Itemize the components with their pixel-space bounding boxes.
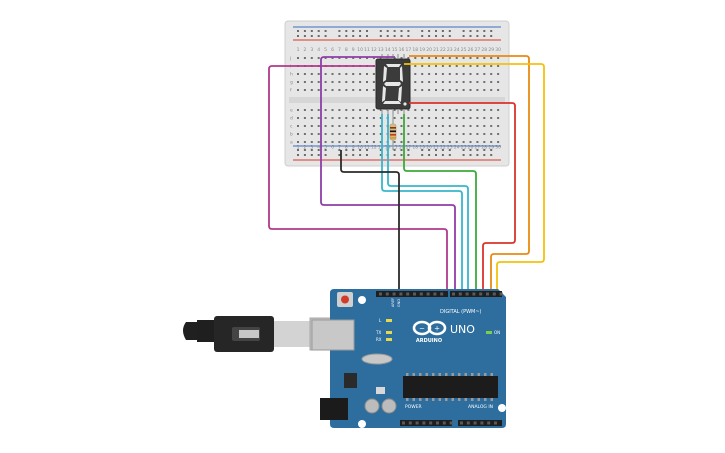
column-number: 25 — [461, 47, 467, 53]
column-number: 30 — [495, 145, 501, 151]
svg-text:+: + — [434, 325, 440, 333]
column-number: 22 — [440, 47, 446, 53]
column-number: 9 — [352, 145, 355, 151]
column-number: 10 — [357, 145, 363, 151]
rx-label: RX — [376, 337, 382, 342]
row-letter: b — [290, 132, 293, 138]
column-number: 26 — [468, 145, 474, 151]
column-number: 21 — [433, 145, 439, 151]
aref-label: AREF — [391, 298, 395, 307]
column-number: 12 — [371, 145, 377, 151]
column-number: 3 — [310, 47, 313, 53]
column-number: 17 — [406, 145, 412, 151]
column-number: 28 — [481, 47, 487, 53]
row-letter: h — [290, 72, 293, 78]
analog-label: ANALOG IN — [468, 404, 493, 410]
column-number: 9 — [352, 47, 355, 53]
column-number: 17 — [406, 47, 412, 53]
column-number: 15 — [392, 47, 398, 53]
wire-teal-2[interactable] — [387, 114, 469, 296]
column-number: 1 — [297, 47, 300, 53]
column-number: 11 — [364, 145, 370, 151]
column-number: 30 — [495, 47, 501, 53]
column-number: 26 — [468, 47, 474, 53]
resistor[interactable] — [389, 113, 397, 150]
arduino-uno-board[interactable]: − + UNO ARDUINO DIGITAL (PWM~) POWER ANA… — [311, 289, 506, 428]
column-number: 18 — [412, 47, 418, 53]
column-number: 4 — [317, 47, 320, 53]
column-number: 5 — [324, 145, 327, 151]
l-label: L — [379, 318, 382, 323]
wire-orange[interactable] — [409, 55, 530, 296]
column-number: 20 — [426, 145, 432, 151]
column-number: 27 — [475, 145, 481, 151]
wire-purple[interactable] — [320, 56, 456, 296]
row-letter: d — [290, 116, 293, 122]
column-number: 14 — [385, 47, 391, 53]
svg-text:−: − — [419, 325, 425, 333]
column-number: 11 — [364, 47, 370, 53]
column-number: 18 — [412, 145, 418, 151]
column-number: 19 — [419, 145, 425, 151]
column-number: 3 — [310, 145, 313, 151]
row-letter: a — [290, 141, 293, 146]
column-number: 28 — [481, 145, 487, 151]
wire-red[interactable] — [409, 102, 516, 296]
column-number: 29 — [488, 47, 494, 53]
column-number: 19 — [419, 47, 425, 53]
column-number: 12 — [371, 47, 377, 53]
digital-label: DIGITAL (PWM~) — [440, 309, 482, 315]
column-number: 6 — [331, 47, 334, 53]
board-model: UNO — [450, 323, 475, 336]
column-number: 23 — [447, 145, 453, 151]
power-label: POWER — [405, 404, 422, 410]
board-logo-text: ARDUINO — [416, 338, 442, 344]
column-number: 22 — [440, 145, 446, 151]
column-number: 6 — [331, 145, 334, 151]
arduino-logo-icon — [412, 320, 447, 336]
column-number: 5 — [324, 47, 327, 53]
column-number: 21 — [433, 47, 439, 53]
column-number: 16 — [399, 47, 405, 53]
column-number: 24 — [454, 145, 460, 151]
column-number: 20 — [426, 47, 432, 53]
seven-segment-display[interactable]: 8 — [375, 54, 411, 114]
tx-label: TX — [375, 330, 381, 335]
wire-teal-1[interactable] — [381, 114, 463, 296]
column-number: 16 — [399, 145, 405, 151]
column-number: 10 — [357, 47, 363, 53]
column-number: 7 — [338, 47, 341, 53]
row-letter: e — [290, 109, 293, 114]
on-label: ON — [494, 330, 500, 335]
column-number: 7 — [338, 145, 341, 151]
column-number: 29 — [488, 145, 494, 151]
gnd-label: GND — [397, 299, 401, 307]
column-number: 25 — [461, 145, 467, 151]
column-number: 15 — [392, 145, 398, 151]
column-number: 2 — [303, 47, 306, 53]
column-number: 4 — [317, 145, 320, 151]
wire-green[interactable] — [403, 114, 477, 296]
column-number: 23 — [447, 47, 453, 53]
column-number: 13 — [378, 145, 384, 151]
column-number: 13 — [378, 47, 384, 53]
column-number: 2 — [303, 145, 306, 151]
row-letter: c — [290, 125, 293, 130]
row-letter: f — [290, 88, 292, 94]
row-letter: g — [290, 81, 293, 86]
column-number: 8 — [345, 47, 348, 53]
wire-yellow[interactable] — [404, 63, 545, 296]
wire-black[interactable] — [340, 150, 400, 296]
column-number: 27 — [475, 47, 481, 53]
column-number: 8 — [345, 145, 348, 151]
column-number: 24 — [454, 47, 460, 53]
row-letter: j — [289, 56, 291, 62]
digit-8-segments — [382, 64, 407, 106]
column-number: 1 — [297, 145, 300, 151]
wire-magenta[interactable] — [268, 65, 448, 296]
